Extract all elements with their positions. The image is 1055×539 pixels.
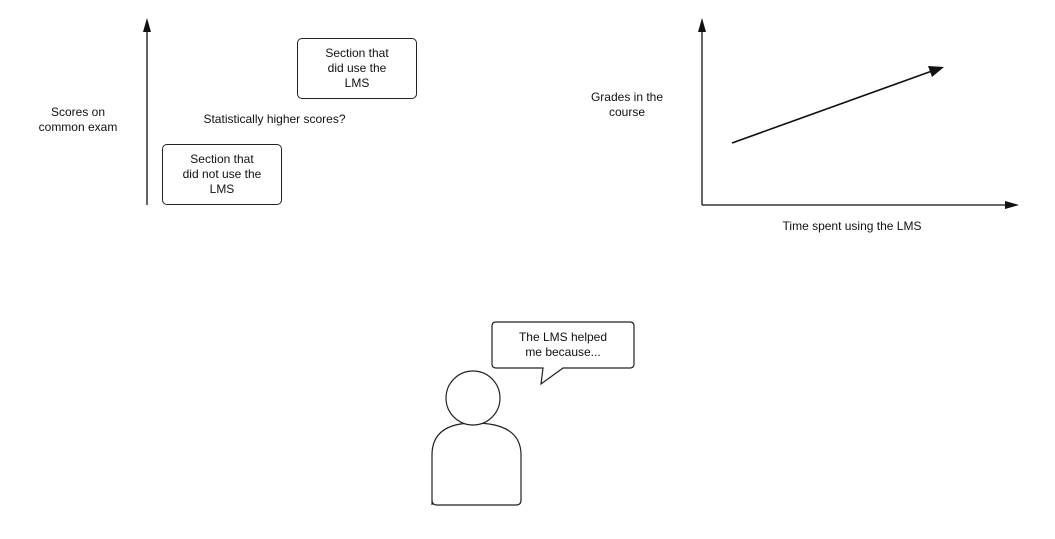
right-x-axis-arrowhead [1005, 201, 1019, 209]
left-y-axis-arrowhead [143, 18, 151, 32]
person-body-icon [431, 422, 522, 506]
right-y-axis-arrowhead [698, 18, 706, 32]
person-head-icon [445, 370, 501, 426]
left-y-axis-label: Scores on common exam [38, 105, 118, 134]
question-label: Statistically higher scores? [203, 112, 346, 126]
trend-arrow-line [731, 70, 933, 144]
right-y-axis-label: Grades in the course [590, 90, 664, 119]
trend-arrowhead [928, 66, 944, 77]
right-x-axis-label: Time spent using the LMS [782, 219, 922, 233]
section-no-lms-box: Section that did not use the LMS [162, 144, 282, 205]
section-lms-box: Section that did use the LMS [297, 38, 417, 99]
speech-bubble-text: The LMS helped me because... [518, 330, 608, 359]
speech-bubble-shape [491, 321, 635, 386]
